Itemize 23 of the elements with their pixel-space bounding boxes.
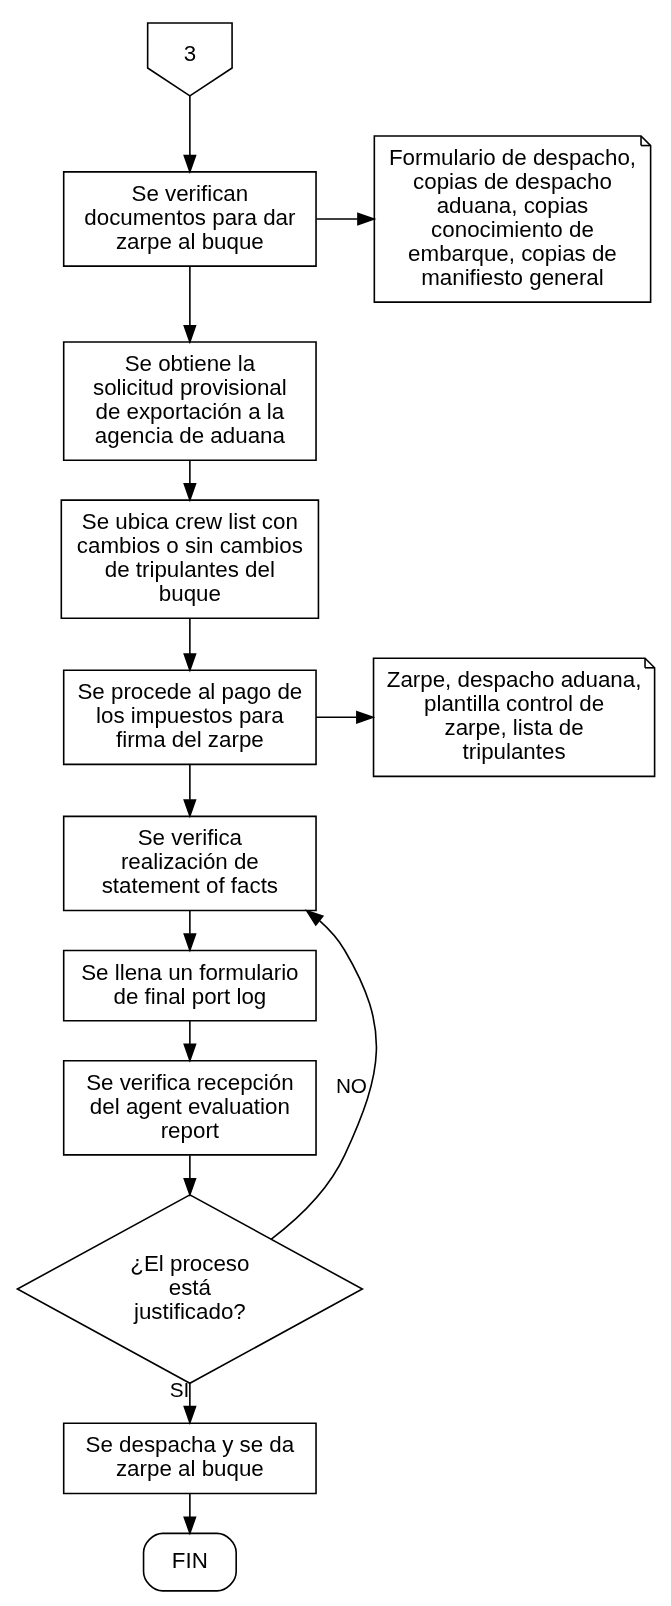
edge-label: NO [335,1074,367,1097]
node-box: Se verifican documentos para dar zarpe al buque [62,171,317,267]
node-box: Se verifica realización de statement of facts [62,815,317,912]
arrow [315,212,376,226]
arrow [270,909,377,1240]
arrow [182,265,197,345]
arrow [182,95,197,175]
arrow [315,710,375,725]
node-box: Se llena un formulario de final port log [62,949,317,1022]
node-box: Se procede al pago de los impuestos para firma del zarpe [62,669,317,766]
node-box: FIN [142,1532,237,1592]
arrow [182,617,197,673]
node-box: Se despacha y se da zarpe al buque [62,1422,317,1495]
arrow [182,909,197,953]
node-box: Se verifica recepción del agent evaluation report [62,1059,317,1156]
arrow [182,764,197,819]
arrow [182,1493,197,1536]
node-box: Se ubica crew list con cambios o sin cambios de tripulantes del buque [60,499,319,620]
arrow [182,459,197,503]
arrow [182,1020,197,1063]
arrow [182,1382,197,1426]
node-box: Se obtiene la solicitud provisional de exportación a la agencia de aduana [62,341,317,461]
arrow [182,1154,197,1198]
